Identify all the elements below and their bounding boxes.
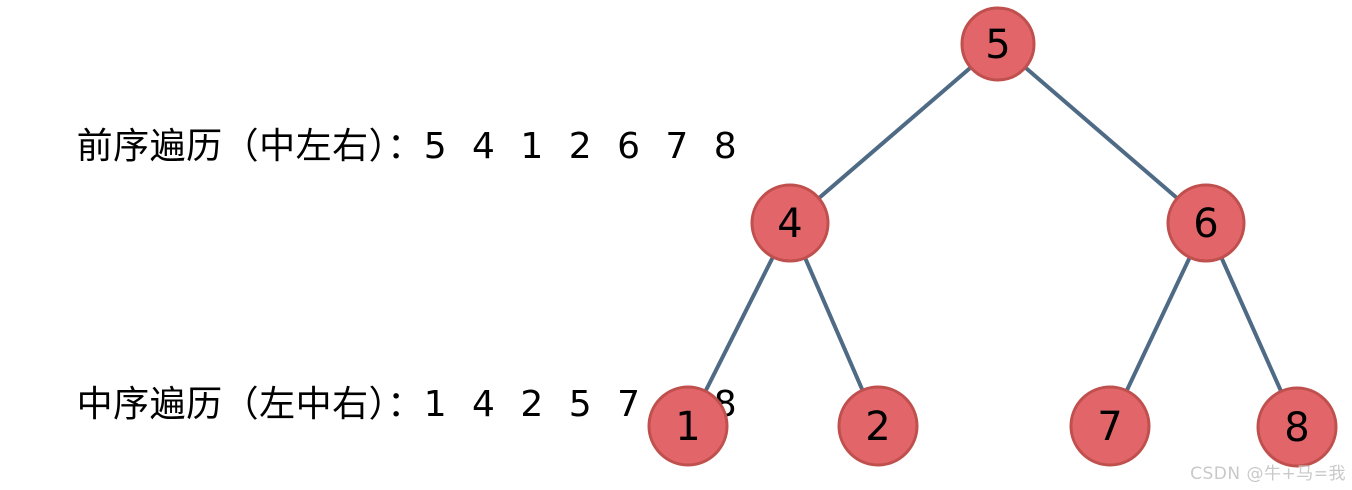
tree-node-2[interactable]: 2	[837, 385, 919, 467]
traversal-line-preorder: 前序遍历（中左右）：5 4 1 2 6 7 8	[8, 18, 737, 276]
tree-node-circle-2	[837, 385, 919, 467]
tree-node-8[interactable]: 8	[1256, 386, 1338, 468]
tree-node-circle-1	[647, 385, 729, 467]
tree-nodes-group: 5 4 6 1 2 7 8	[647, 6, 1338, 468]
tree-node-5[interactable]: 5	[960, 6, 1036, 82]
traversal-label-inorder: 中序遍历（左中右）：	[76, 384, 424, 425]
tree-node-label-7: 7	[1097, 404, 1122, 450]
tree-edge-5-4	[788, 42, 1000, 225]
watermark-text: CSDN @牛+马=我	[1190, 464, 1346, 484]
tree-node-1[interactable]: 1	[647, 385, 729, 467]
tree-node-circle-8	[1256, 386, 1338, 468]
tree-node-circle-5	[960, 6, 1036, 82]
tree-node-label-4: 4	[777, 201, 802, 247]
tree-node-circle-7	[1069, 385, 1151, 467]
tree-node-label-2: 2	[865, 404, 890, 450]
traversal-text-block: 前序遍历（中左右）：5 4 1 2 6 7 8 中序遍历（左中右）：1 4 2 …	[8, 18, 737, 490]
tree-node-label-8: 8	[1284, 405, 1309, 451]
traversal-label-preorder: 前序遍历（中左右）：	[76, 126, 424, 167]
tree-node-4[interactable]: 4	[750, 183, 830, 263]
tree-edge-5-6	[996, 42, 1208, 225]
tree-node-6[interactable]: 6	[1166, 183, 1246, 263]
traversal-sequence-preorder: 5 4 1 2 6 7 8	[423, 126, 744, 167]
tree-node-label-5: 5	[985, 22, 1010, 68]
tree-node-label-6: 6	[1193, 201, 1218, 247]
tree-node-circle-4	[750, 183, 830, 263]
tree-node-7[interactable]: 7	[1069, 385, 1151, 467]
tree-node-label-1: 1	[675, 404, 700, 450]
tree-node-circle-6	[1166, 183, 1246, 263]
